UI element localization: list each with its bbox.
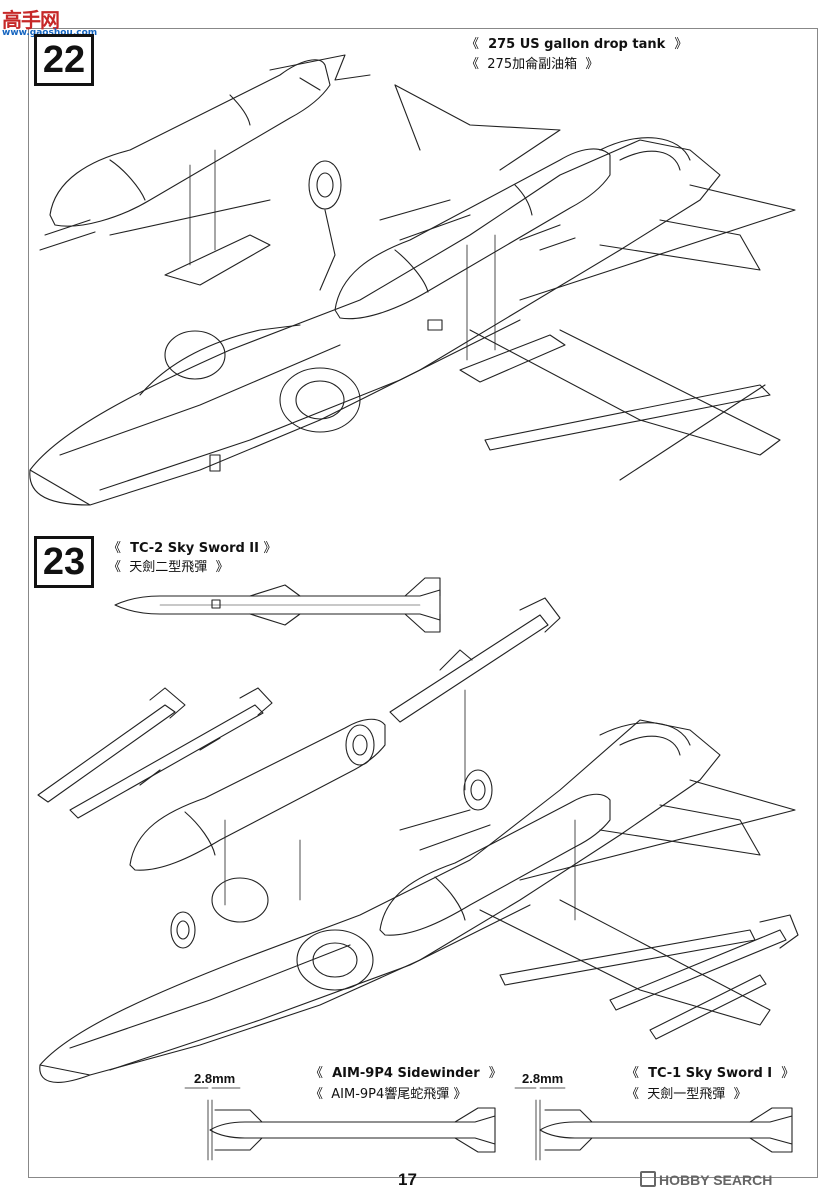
step22-aircraft-illustration — [29, 84, 796, 506]
aim9-dimension: 2.8mm — [194, 1071, 236, 1086]
page-number: 17 — [398, 1170, 417, 1189]
step23-aircraft-illustration — [39, 719, 796, 1083]
site-logo-watermark: 高手网 www.gaoshou.com — [2, 4, 97, 40]
step23-wheels — [170, 724, 493, 949]
step23-missiles-right — [499, 914, 799, 1040]
sky-sword-2-label-cn: 《 天劍二型飛彈 》 — [108, 560, 229, 575]
step22-guide-lines — [189, 149, 496, 361]
logo-url: www.gaoshou.com — [2, 28, 98, 38]
step23-guide-lines — [224, 689, 576, 921]
drop-tank-label-en: 《 275 US gallon drop tank 》 — [466, 37, 688, 52]
step-22-number: 22 — [34, 34, 94, 86]
step23-missile-top — [389, 597, 561, 723]
step23-missiles-left — [37, 687, 273, 819]
logo-chinese: 高手网 — [2, 8, 60, 32]
sky-sword-2-label-en: 《 TC-2 Sky Sword II 》 — [108, 541, 277, 556]
drop-tank-label-cn: 《 275加侖副油箱 》 — [466, 57, 599, 72]
step22-pylons — [39, 219, 566, 383]
aim9-missile-profile — [184, 1087, 496, 1161]
step22-launcher-rails — [109, 199, 771, 481]
step22-drop-tank-upper — [49, 54, 371, 227]
aim9-label-en: 《 AIM-9P4 Sidewinder 》 — [310, 1066, 502, 1081]
sky-sword-1-label-cn: 《 天劍一型飛彈 》 — [626, 1087, 747, 1102]
sky-sword-1-dimension: 2.8mm — [522, 1071, 564, 1086]
hobby-search-watermark: HOBBY SEARCH — [640, 1171, 772, 1188]
aim9-label-cn: 《 AIM-9P4響尾蛇飛彈 》 — [310, 1087, 467, 1102]
step22-drop-tank-lower — [334, 148, 611, 320]
step23-drop-tanks — [129, 718, 611, 936]
hobby-search-logo-icon — [640, 1171, 656, 1187]
step-23-number: 23 — [34, 536, 94, 588]
sky-sword-1-label-en: 《 TC-1 Sky Sword I 》 — [626, 1066, 795, 1081]
sky-sword-1-missile-profile — [514, 1087, 793, 1161]
sky-sword-2-missile — [114, 577, 441, 633]
